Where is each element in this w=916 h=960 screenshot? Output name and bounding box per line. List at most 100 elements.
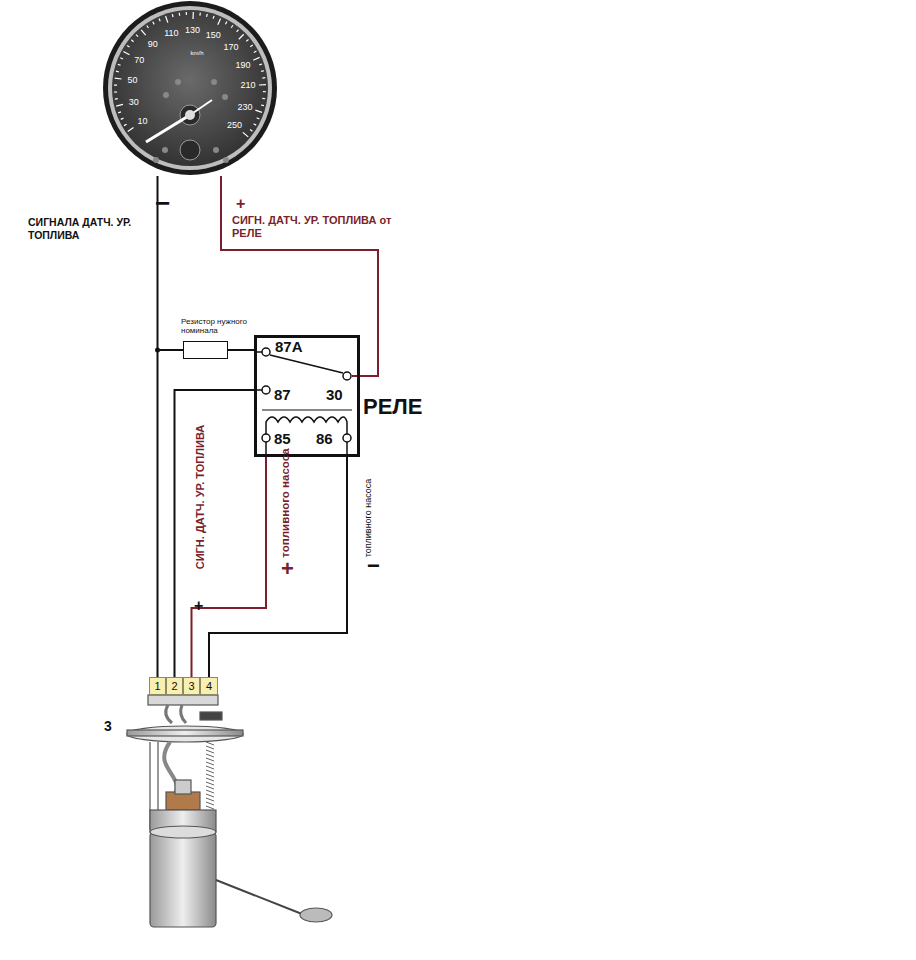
scale-tick bbox=[262, 77, 265, 79]
connector-pin: 4 bbox=[200, 677, 218, 695]
scale-number: 210 bbox=[240, 80, 255, 91]
spring-coil bbox=[206, 782, 214, 785]
pin-number: 4 bbox=[201, 678, 217, 694]
relay-internals bbox=[256, 348, 352, 456]
scale-tick bbox=[114, 84, 117, 85]
scale-tick bbox=[127, 45, 129, 47]
polarity-sign: − bbox=[155, 188, 170, 219]
polarity-sign: + bbox=[281, 556, 294, 582]
wire-label: топливного насоса bbox=[279, 448, 293, 557]
speedometer bbox=[103, 1, 277, 175]
spring-coil bbox=[206, 758, 214, 761]
wire bbox=[228, 349, 254, 351]
spring-coil bbox=[206, 770, 214, 773]
scale-tick bbox=[172, 14, 174, 17]
spring-coil bbox=[206, 778, 214, 781]
spring-coil bbox=[206, 790, 214, 793]
scale-tick bbox=[261, 70, 264, 72]
scale-tick bbox=[259, 63, 262, 65]
polarity-sign: + bbox=[194, 596, 203, 615]
scale-tick bbox=[116, 104, 123, 106]
scale-tick bbox=[239, 34, 244, 39]
scale-number: 70 bbox=[134, 55, 144, 66]
spring-coil bbox=[206, 742, 214, 745]
scale-tick bbox=[206, 14, 208, 17]
scale-number: 170 bbox=[223, 42, 238, 53]
spring-coil bbox=[206, 762, 214, 765]
spring-coil bbox=[206, 750, 214, 753]
pin-number: 3 bbox=[184, 678, 199, 694]
scale-tick bbox=[147, 26, 149, 28]
scale-tick bbox=[263, 91, 266, 92]
scale-tick bbox=[141, 30, 145, 35]
scale-number: 230 bbox=[237, 101, 252, 112]
scale-number: 50 bbox=[127, 75, 137, 86]
scale-tick bbox=[118, 64, 121, 66]
signal-wire bbox=[221, 176, 378, 376]
scale-number: 130 bbox=[185, 25, 200, 36]
connector-pin: 1 bbox=[149, 677, 166, 695]
pin-name: 87A bbox=[275, 338, 303, 356]
wire-label: СИГН. ДАТЧ. УР. ТОПЛИВА от РЕЛЕ bbox=[232, 214, 408, 240]
scale-tick bbox=[114, 91, 117, 92]
scale-tick bbox=[250, 130, 252, 132]
scale-tick bbox=[212, 16, 214, 19]
scale-tick bbox=[225, 22, 226, 25]
spring-coil bbox=[206, 798, 214, 801]
scale-number: 30 bbox=[129, 96, 139, 107]
scale-tick bbox=[124, 124, 127, 125]
spring-coil bbox=[206, 774, 214, 777]
pin-name: 87 bbox=[274, 386, 291, 404]
scale-number: 110 bbox=[164, 28, 178, 39]
scale-tick bbox=[115, 77, 122, 79]
scale-tick bbox=[243, 132, 248, 136]
wire bbox=[209, 457, 347, 677]
scale-tick bbox=[186, 12, 187, 15]
scale-tick bbox=[254, 51, 257, 52]
scale-tick bbox=[192, 12, 194, 19]
scale-tick bbox=[166, 16, 168, 23]
scale-number: 190 bbox=[236, 59, 251, 70]
pin-name: 85 bbox=[274, 430, 291, 448]
relay-title: РЕЛЕ bbox=[363, 394, 422, 420]
spring-coil bbox=[206, 794, 214, 797]
connector-pin: 2 bbox=[166, 677, 183, 695]
callout-number: 3 bbox=[104, 718, 112, 735]
scale-tick bbox=[255, 110, 262, 112]
scale-tick bbox=[123, 51, 129, 54]
scale-tick bbox=[231, 25, 233, 27]
connector-pin: 3 bbox=[183, 677, 200, 695]
scale-tick bbox=[199, 13, 201, 16]
scale-tick bbox=[153, 22, 154, 25]
wire-label: СИГН. ДАТЧ. УР. ТОПЛИВА bbox=[194, 425, 207, 569]
spring-coil bbox=[206, 802, 214, 805]
spring-coil bbox=[206, 754, 214, 757]
scale-tick bbox=[250, 45, 252, 47]
scale-tick bbox=[237, 30, 239, 32]
scale-tick bbox=[131, 40, 133, 42]
scale-tick bbox=[253, 57, 259, 60]
spring-coil bbox=[206, 786, 214, 789]
scale-tick bbox=[128, 128, 134, 132]
scale-tick bbox=[261, 104, 264, 106]
scale-number: 90 bbox=[148, 38, 158, 49]
scale-tick bbox=[257, 118, 260, 119]
unit-label: km/h bbox=[190, 50, 203, 57]
scale-tick bbox=[218, 18, 221, 24]
fuel-pump-module bbox=[127, 695, 332, 927]
scale-tick bbox=[246, 39, 248, 41]
wire-label: СИГНАЛА ДАТЧ. УР. ТОПЛИВА bbox=[28, 216, 152, 241]
spring-coil bbox=[206, 746, 214, 749]
relay-box: РЕЛЕ bbox=[254, 335, 360, 457]
scale-tick bbox=[115, 98, 118, 100]
scale-tick bbox=[120, 58, 123, 59]
scale-tick bbox=[118, 111, 121, 113]
pin-name: 86 bbox=[316, 430, 333, 448]
scale-number: 250 bbox=[227, 120, 242, 131]
resistor-label: Резистор нужного номинала bbox=[181, 317, 273, 336]
spring-coil bbox=[206, 806, 214, 809]
scale-tick bbox=[262, 98, 265, 100]
scale-number: 150 bbox=[206, 30, 221, 41]
